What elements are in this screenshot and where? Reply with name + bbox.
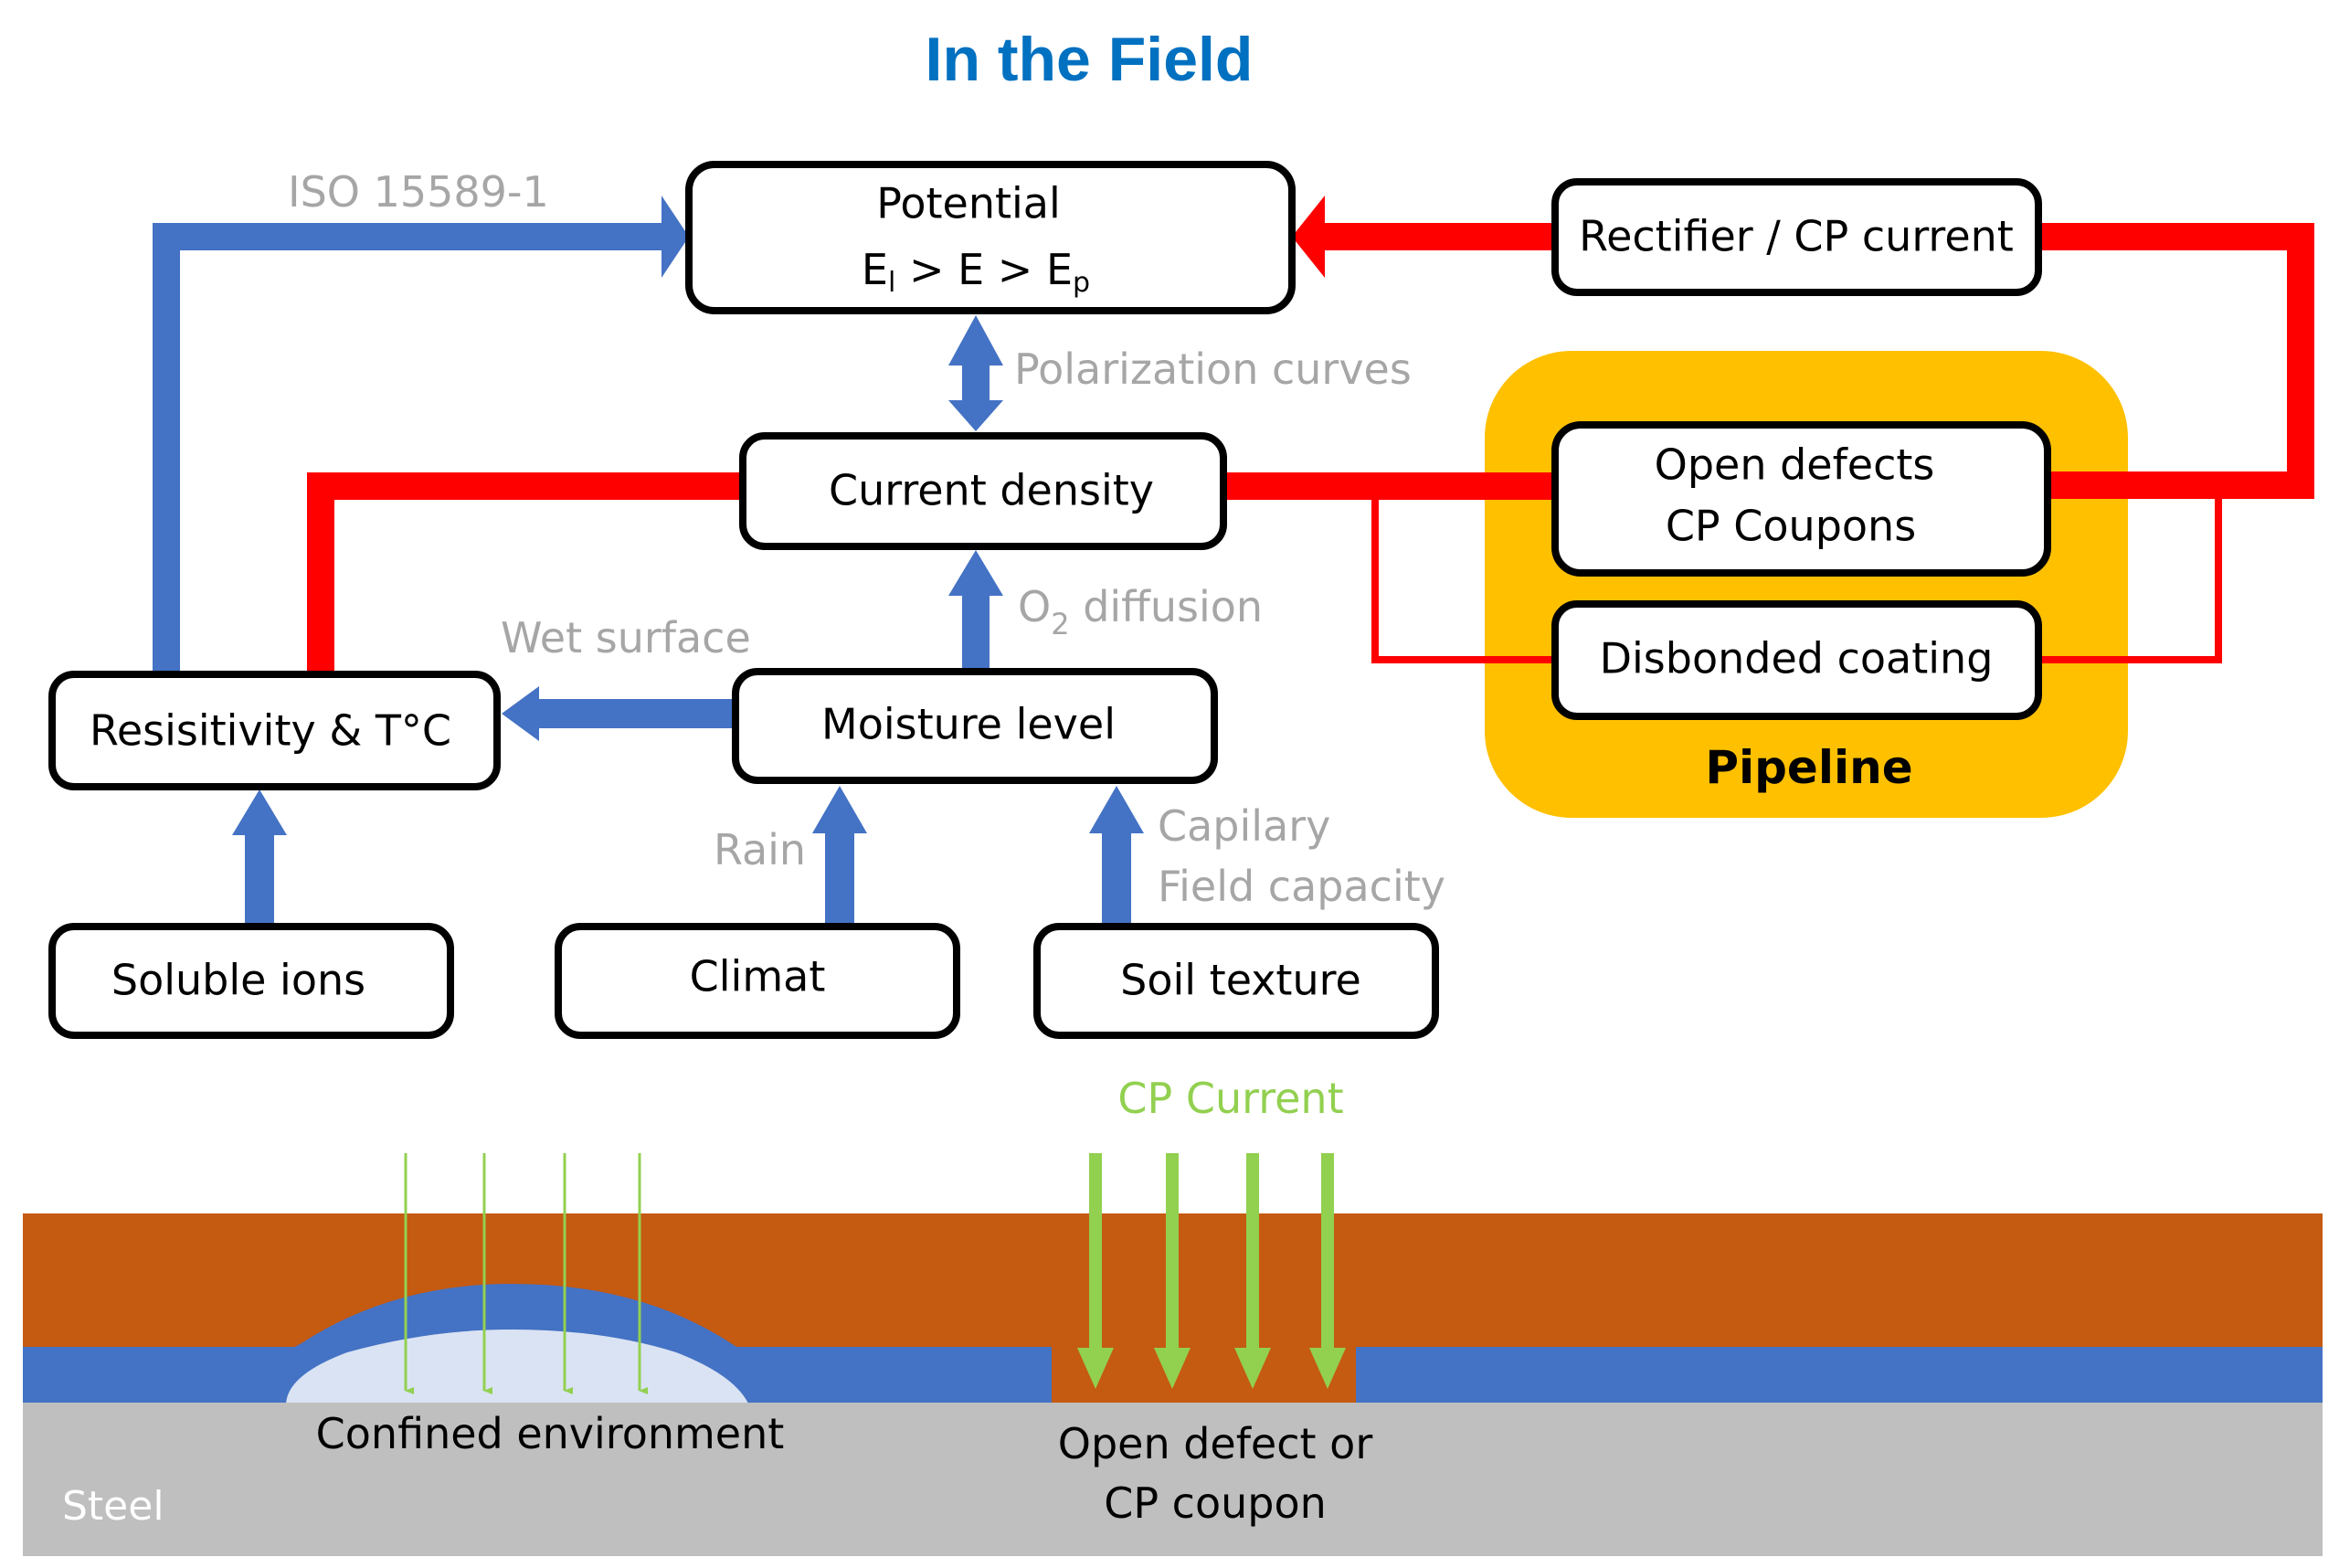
red-line-rectifier-loop bbox=[2038, 223, 2314, 499]
open-defects-box bbox=[1551, 421, 2051, 577]
blue-arrow-iso bbox=[153, 223, 667, 674]
double-arrowhead-down bbox=[948, 400, 1003, 431]
confined-electrolyte bbox=[286, 1330, 749, 1405]
label-field-capacity: Field capacity bbox=[1158, 862, 1445, 911]
soil-up-arrowhead bbox=[1089, 786, 1144, 833]
blue-arrows bbox=[153, 196, 1144, 927]
red-thin-left bbox=[1371, 486, 1555, 663]
node-resistivity: Resisitivity & T°C bbox=[48, 671, 501, 790]
label-capilary: Capilary bbox=[1158, 801, 1330, 851]
current-density-text: Current density bbox=[829, 466, 1154, 515]
moisture-left-shaft bbox=[535, 699, 736, 728]
node-current-density: Current density bbox=[739, 432, 1227, 550]
climat-text: Climat bbox=[690, 952, 826, 1001]
open-defect-label-2: CP coupon bbox=[1104, 1478, 1327, 1528]
red-arrow-shaft bbox=[1319, 223, 1356, 250]
open-defects-line2: CP Coupons bbox=[1666, 502, 1916, 551]
red-thin-right bbox=[2038, 486, 2222, 663]
soluble-ions-box bbox=[48, 923, 454, 1039]
diagram-title: In the Field bbox=[926, 25, 1254, 94]
node-open-defects: Open defects CP Coupons bbox=[1551, 421, 2051, 577]
soil-texture-text: Soil texture bbox=[1120, 956, 1361, 1005]
disbonded-box bbox=[1551, 600, 2042, 720]
soil-texture-box bbox=[1033, 923, 1439, 1039]
red-line-current-resistivity bbox=[307, 472, 743, 674]
potential-title: Potential bbox=[876, 179, 1061, 228]
cp-arrow-thick-4 bbox=[1309, 1153, 1346, 1389]
node-soil-texture: Soil texture bbox=[1033, 923, 1439, 1039]
moisture-up-arrowhead bbox=[948, 550, 1003, 596]
node-soluble-ions: Soluble ions bbox=[48, 923, 454, 1039]
cp-arrow-thick-2 bbox=[1154, 1153, 1191, 1389]
node-moisture: Moisture level bbox=[732, 668, 1218, 784]
climat-up-arrowhead bbox=[812, 786, 867, 833]
coating-right bbox=[1356, 1347, 2323, 1405]
open-defects-line1: Open defects bbox=[1655, 440, 1935, 490]
climat-up-shaft bbox=[825, 832, 854, 927]
label-o2-diffusion: O2 diffusion bbox=[1018, 582, 1263, 641]
current-density-box bbox=[739, 432, 1227, 550]
cross-section: CP Current Steel Confined environment Op… bbox=[23, 1074, 2323, 1556]
double-arrow-shaft bbox=[962, 364, 990, 402]
moisture-up-shaft bbox=[962, 594, 990, 674]
open-defect-label-1: Open defect or bbox=[1058, 1419, 1373, 1468]
node-climat: Climat bbox=[555, 923, 960, 1039]
moisture-box bbox=[732, 668, 1218, 784]
resistivity-box bbox=[48, 671, 501, 790]
node-rectifier: Rectifier / CP current bbox=[1551, 178, 2042, 296]
pipeline-label: Pipeline bbox=[1705, 741, 1912, 794]
label-polarization: Polarization curves bbox=[1014, 344, 1412, 394]
ions-up-arrowhead bbox=[232, 789, 287, 835]
label-wet-surface: Wet surface bbox=[501, 613, 751, 662]
ions-up-shaft bbox=[245, 833, 274, 927]
resistivity-text: Resisitivity & T°C bbox=[90, 706, 451, 756]
red-line-current-open-defects bbox=[1223, 472, 1555, 500]
cp-arrow-thick-1 bbox=[1077, 1153, 1114, 1389]
double-arrowhead-up bbox=[948, 315, 1003, 366]
moisture-text: Moisture level bbox=[821, 700, 1116, 749]
rectifier-box bbox=[1551, 178, 2042, 296]
steel-label: Steel bbox=[62, 1483, 164, 1530]
potential-inequality: El > E > Ep bbox=[862, 245, 1090, 299]
node-disbonded: Disbonded coating bbox=[1551, 600, 2042, 720]
potential-box bbox=[685, 161, 1296, 314]
node-potential: Potential El > E > Ep bbox=[685, 161, 1296, 314]
red-connections bbox=[307, 196, 2314, 674]
cp-arrow-thick-3 bbox=[1234, 1153, 1271, 1389]
steel-substrate bbox=[23, 1403, 2323, 1556]
disbonded-text: Disbonded coating bbox=[1600, 634, 1994, 683]
red-arrowhead-potential bbox=[1292, 196, 1325, 278]
moisture-left-arrowhead bbox=[502, 686, 539, 741]
blue-arrowhead-iso bbox=[661, 196, 689, 278]
cp-current-label: CP Current bbox=[1117, 1074, 1343, 1123]
rectifier-text: Rectifier / CP current bbox=[1579, 212, 2014, 261]
climat-box bbox=[555, 923, 960, 1039]
red-line-rectifier-potential bbox=[1352, 223, 1555, 250]
label-rain: Rain bbox=[714, 825, 806, 874]
confined-environment-label: Confined environment bbox=[316, 1409, 785, 1458]
label-iso: ISO 15589-1 bbox=[288, 167, 549, 217]
soil-up-shaft bbox=[1102, 832, 1131, 927]
soluble-ions-text: Soluble ions bbox=[111, 956, 365, 1005]
